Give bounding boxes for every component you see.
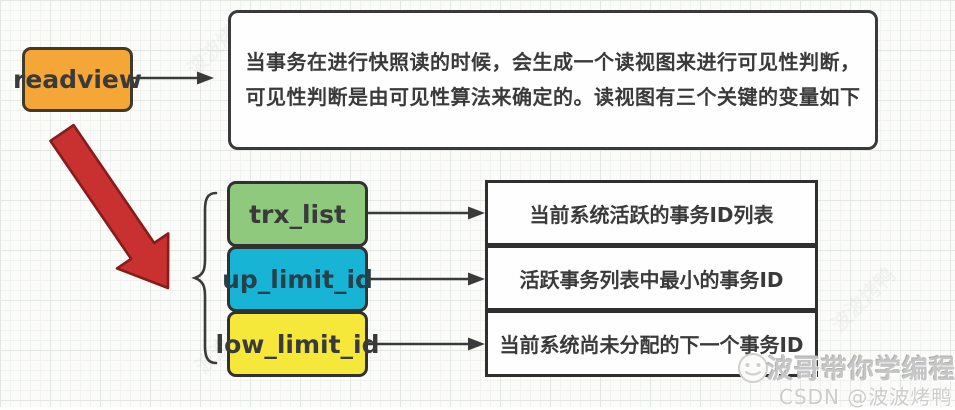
readview-node: readview bbox=[13, 47, 142, 112]
info-text: 当事务在进行快照读的时候，会生成一个读视图来进行可见性判断，可见性判断是由可见性… bbox=[245, 50, 861, 109]
arrow-trx-list-to-description bbox=[368, 206, 485, 220]
info-box: 当事务在进行快照读的时候，会生成一个读视图来进行可见性判断，可见性判断是由可见性… bbox=[228, 10, 878, 150]
variable-node-up-limit-id: up_limit_id bbox=[222, 246, 373, 312]
description-box-trx-list: 当前系统活跃的事务ID列表 bbox=[485, 180, 818, 246]
variable-label: low_limit_id bbox=[215, 329, 380, 359]
csdn-attribution: CSDN @波波烤鸭 bbox=[779, 385, 953, 409]
variable-label: trx_list bbox=[249, 199, 346, 229]
variable-node-trx-list: trx_list bbox=[227, 181, 368, 247]
arrow-up-limit-id-to-description bbox=[368, 272, 485, 286]
curly-brace bbox=[191, 191, 218, 365]
readview-label: readview bbox=[13, 65, 142, 94]
description-text: 活跃事务列表中最小的事务ID bbox=[519, 267, 784, 292]
description-text: 当前系统活跃的事务ID列表 bbox=[529, 202, 774, 227]
description-text: 当前系统尚未分配的下一个事务ID bbox=[499, 333, 804, 357]
arrow-readview-to-info bbox=[133, 71, 214, 85]
variable-label: up_limit_id bbox=[222, 264, 373, 294]
description-box-low-limit-id: 当前系统尚未分配的下一个事务ID bbox=[485, 310, 818, 377]
brand-logo-icon bbox=[738, 353, 768, 383]
faint-watermark: 波波烤鸭 bbox=[826, 262, 900, 337]
description-box-up-limit-id: 活跃事务列表中最小的事务ID bbox=[485, 245, 818, 311]
variable-node-low-limit-id: low_limit_id bbox=[216, 311, 380, 377]
red-down-right-arrow-icon bbox=[49, 123, 170, 290]
brand-watermark: 波哥带你学编程 bbox=[767, 355, 955, 385]
arrow-low-limit-id-to-description bbox=[368, 337, 485, 351]
